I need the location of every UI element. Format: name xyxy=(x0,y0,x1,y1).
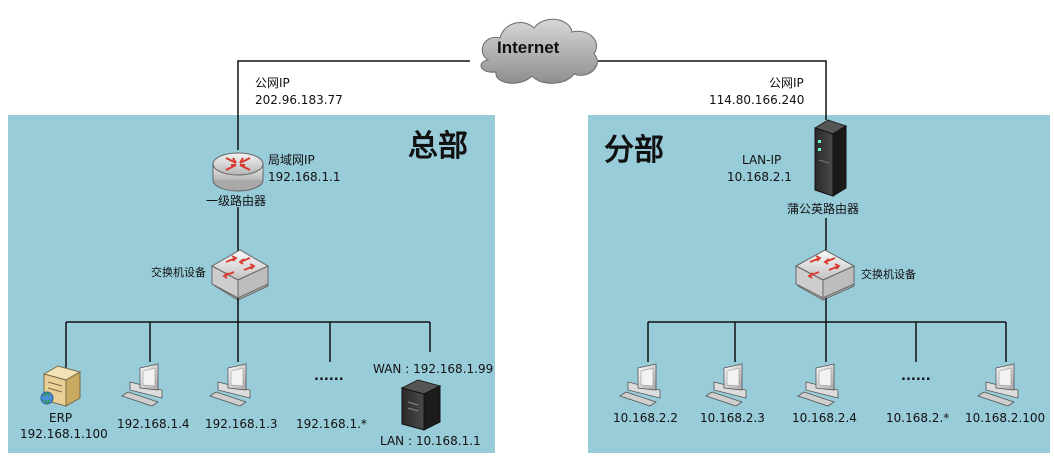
internet-label: Internet xyxy=(497,38,560,57)
branch-host-ip: 10.168.2.2 xyxy=(613,411,678,425)
hq-public-ip-label: 公网IP xyxy=(255,76,290,90)
pc-icon xyxy=(619,363,661,407)
dandelion-lan: LAN : 10.168.1.1 xyxy=(380,434,481,448)
branch-public-ip-label: 公网IP xyxy=(769,76,804,90)
server-icon xyxy=(40,365,82,407)
pc-icon xyxy=(121,363,163,407)
pc-icon xyxy=(797,363,839,407)
branch-public-ip: 114.80.166.240 xyxy=(709,93,805,107)
switch-icon xyxy=(794,249,856,301)
erp-ip: 192.168.1.100 xyxy=(20,427,108,441)
hq-public-ip: 202.96.183.77 xyxy=(255,93,343,107)
branch-host-ip: 10.168.2.4 xyxy=(792,411,857,425)
hq-host-ip: 192.168.1.4 xyxy=(117,417,190,431)
switch-icon xyxy=(210,249,270,301)
hq-title: 总部 xyxy=(408,129,468,164)
erp-label: ERP xyxy=(49,411,73,425)
internet-cloud-icon xyxy=(480,18,598,84)
dandelion-wan: WAN : 192.168.1.99 xyxy=(373,362,494,376)
hq-router-lan-label: 局域网IP xyxy=(268,153,315,167)
dandelion-router-icon xyxy=(813,119,848,197)
branch-host-ip: 10.168.2.3 xyxy=(700,411,765,425)
router-icon xyxy=(212,152,264,192)
branch-lan-label: LAN-IP xyxy=(742,153,782,167)
branch-router-name: 蒲公英路由器 xyxy=(787,202,860,216)
hq-switch-name: 交换机设备 xyxy=(151,266,206,279)
hq-host-ip: 192.168.1.3 xyxy=(205,417,278,431)
pc-icon xyxy=(977,363,1019,407)
branch-switch-name: 交换机设备 xyxy=(861,268,916,281)
pc-icon xyxy=(209,363,251,407)
pc-icon xyxy=(705,363,747,407)
dandelion-box-icon xyxy=(400,379,442,431)
branch-lan-ip: 10.168.2.1 xyxy=(727,170,792,184)
branch-title: 分部 xyxy=(604,133,664,168)
branch-host-ip: 10.168.2.* xyxy=(886,411,950,425)
hq-host-ip: 192.168.1.* xyxy=(296,417,367,431)
hq-router-name: 一级路由器 xyxy=(206,194,267,208)
branch-host-ip: 10.168.2.100 xyxy=(965,411,1046,425)
branch-dots: ...... xyxy=(901,369,931,384)
hq-dots: ...... xyxy=(314,369,344,384)
hq-router-lan-ip: 192.168.1.1 xyxy=(268,170,341,184)
